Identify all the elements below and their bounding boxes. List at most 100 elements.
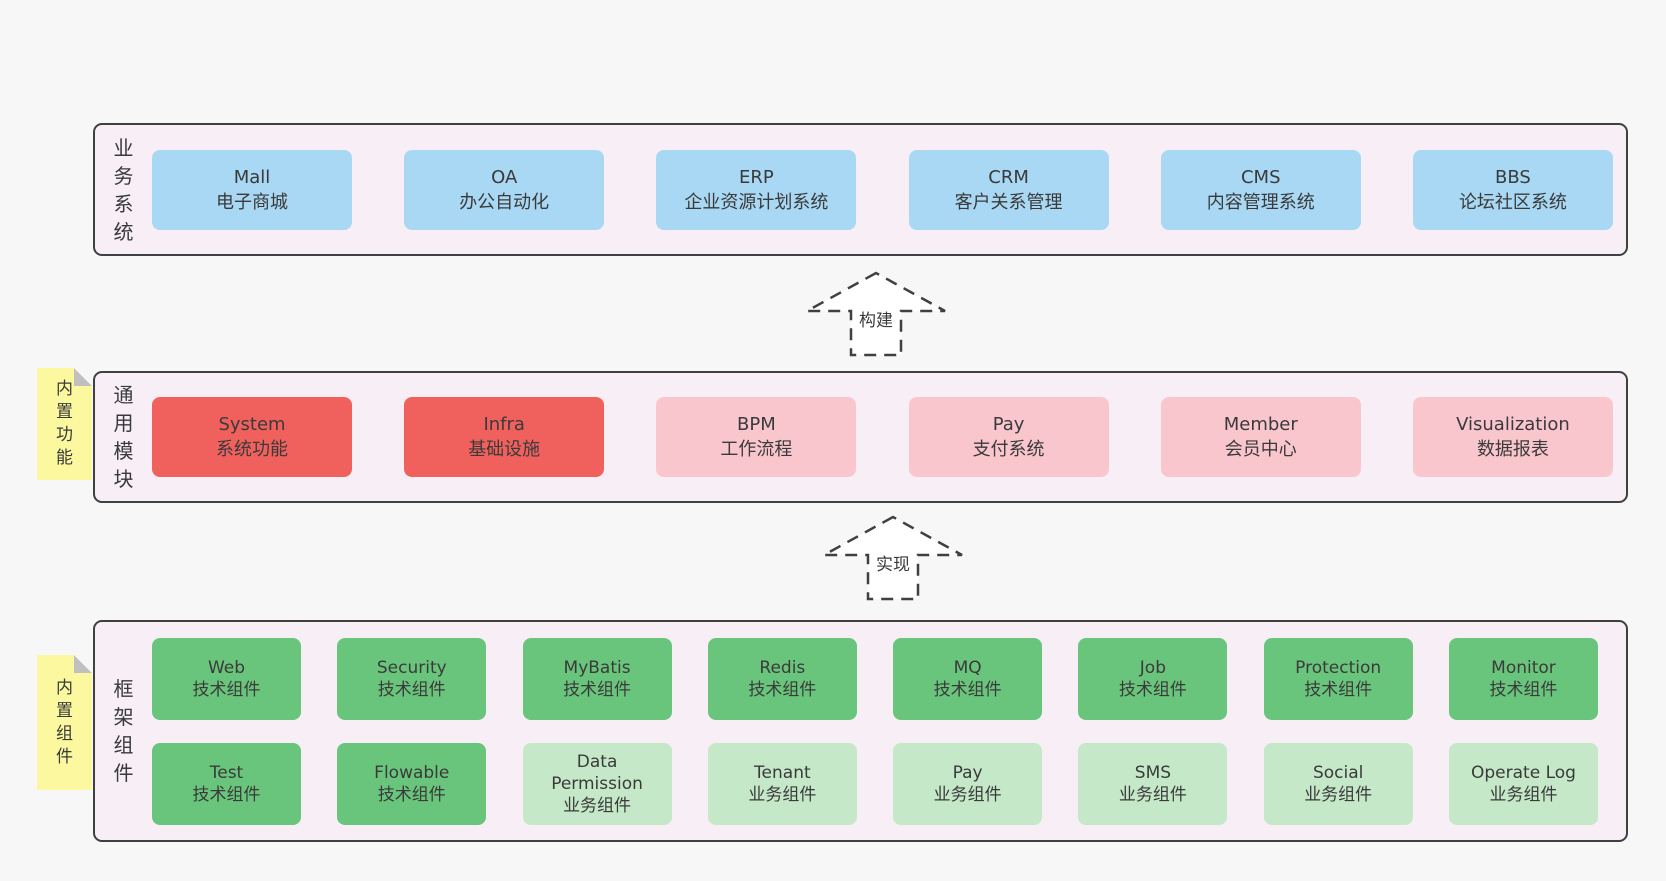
box-title: Redis <box>759 657 806 678</box>
box-job: Job 技术组件 <box>1078 637 1228 720</box>
box-test: Test 技术组件 <box>152 742 301 825</box>
box-subtitle: 业务组件 <box>748 784 817 805</box>
section-common-modules: 通用模块 System 系统功能 Infra 基础设施 BPM 工作流程 Pay… <box>93 371 1628 503</box>
box-subtitle: 技术组件 <box>192 679 261 700</box>
section-label-common-modules: 通用模块 <box>95 373 152 501</box>
box-subtitle: 数据报表 <box>1476 439 1549 460</box>
box-operate-log: Operate Log 业务组件 <box>1448 742 1598 825</box>
box-subtitle: 技术组件 <box>192 784 261 805</box>
box-subtitle: 技术组件 <box>933 679 1002 700</box>
box-title: Security <box>376 657 447 678</box>
box-title: Protection <box>1295 657 1382 678</box>
box-social: Social 业务组件 <box>1263 742 1413 825</box>
box-tenant: Tenant 业务组件 <box>707 742 857 825</box>
box-pay: Pay 支付系统 <box>908 397 1109 477</box>
box-oa: OA 办公自动化 <box>404 149 605 230</box>
box-subtitle: 会员中心 <box>1224 439 1297 460</box>
box-infra: Infra 基础设施 <box>404 397 605 477</box>
box-data-permission: Data Permission 业务组件 <box>522 742 672 825</box>
box-title: Pay <box>952 762 983 783</box>
box-title: OA <box>491 166 518 188</box>
box-subtitle: 内容管理系统 <box>1206 191 1315 213</box>
business-boxes: Mall 电子商城 OA 办公自动化 ERP 企业资源计划系统 CRM 客户关系… <box>152 125 1626 254</box>
box-pay-biz: Pay 业务组件 <box>893 742 1043 825</box>
box-subtitle: 技术组件 <box>563 679 632 700</box>
box-mybatis: MyBatis 技术组件 <box>522 637 672 720</box>
box-subtitle: 系统功能 <box>216 439 288 460</box>
framework-row-2: Test 技术组件 Flowable 技术组件 Data Permission … <box>152 742 1598 825</box>
box-subtitle: 电子商城 <box>216 191 288 213</box>
box-security: Security 技术组件 <box>337 637 487 720</box>
box-title: Test <box>209 762 244 783</box>
box-bpm: BPM 工作流程 <box>656 397 857 477</box>
box-cms: CMS 内容管理系统 <box>1160 149 1361 230</box>
box-erp: ERP 企业资源计划系统 <box>656 149 857 230</box>
box-title: MyBatis <box>563 657 631 678</box>
box-mall: Mall 电子商城 <box>152 149 352 230</box>
box-subtitle: 业务组件 <box>1118 784 1187 805</box>
box-monitor: Monitor 技术组件 <box>1448 637 1598 720</box>
box-subtitle: 基础设施 <box>468 439 541 460</box>
box-subtitle: 技术组件 <box>748 679 817 700</box>
box-visualization: Visualization 数据报表 <box>1412 397 1613 477</box>
box-subtitle: 技术组件 <box>377 679 446 700</box>
framework-rows: Web 技术组件 Security 技术组件 MyBatis 技术组件 Redi… <box>152 622 1626 840</box>
box-title: Job <box>1139 657 1167 678</box>
note-built-in-features: 内置功能 <box>37 368 92 480</box>
box-mq: MQ 技术组件 <box>893 637 1043 720</box>
box-web: Web 技术组件 <box>152 637 301 720</box>
box-subtitle: 业务组件 <box>563 795 632 816</box>
box-crm: CRM 客户关系管理 <box>908 149 1109 230</box>
box-subtitle: 业务组件 <box>933 784 1002 805</box>
box-title: Social <box>1312 762 1364 783</box>
section-business-systems: 业务系统 Mall 电子商城 OA 办公自动化 ERP 企业资源计划系统 CRM… <box>93 123 1628 256</box>
box-subtitle: 技术组件 <box>1304 679 1373 700</box>
vertical-label: 业务系统 <box>113 135 134 244</box>
box-subtitle: 业务组件 <box>1304 784 1373 805</box>
box-subtitle: 技术组件 <box>1489 679 1558 700</box>
box-title: Flowable <box>374 762 450 783</box>
box-title: Visualization <box>1456 414 1570 435</box>
box-subtitle: 论坛社区系统 <box>1458 191 1567 213</box>
box-subtitle: 工作流程 <box>720 439 793 460</box>
box-title: CRM <box>988 166 1029 188</box>
box-subtitle: 业务组件 <box>1489 784 1558 805</box>
box-title: Operate Log <box>1471 762 1576 783</box>
box-title: Member <box>1223 414 1298 435</box>
box-title: Pay <box>992 414 1025 435</box>
common-module-boxes: System 系统功能 Infra 基础设施 BPM 工作流程 Pay 支付系统… <box>152 373 1626 501</box>
box-protection: Protection 技术组件 <box>1263 637 1413 720</box>
framework-row-1: Web 技术组件 Security 技术组件 MyBatis 技术组件 Redi… <box>152 637 1598 720</box>
box-title: System <box>218 414 286 435</box>
arrow-implement-label: 实现 <box>873 550 913 575</box>
box-title: Web <box>207 657 246 678</box>
box-title: CMS <box>1240 166 1281 188</box>
vertical-label: 框架组件 <box>113 677 134 785</box>
box-title: SMS <box>1134 762 1172 783</box>
box-title: BBS <box>1495 166 1531 188</box>
box-member: Member 会员中心 <box>1160 397 1361 477</box>
box-system: System 系统功能 <box>152 397 352 477</box>
note-built-in-components: 内置组件 <box>37 655 92 790</box>
section-label-framework-components: 框架组件 <box>95 622 152 840</box>
box-subtitle: 办公自动化 <box>459 191 550 213</box>
box-title: Tenant <box>754 762 811 783</box>
box-subtitle: 客户关系管理 <box>954 191 1063 213</box>
note-label: 内置组件 <box>55 677 73 767</box>
box-title: Mall <box>233 166 271 188</box>
box-title: MQ <box>953 657 982 678</box>
vertical-label: 通用模块 <box>113 383 134 491</box>
arrow-implement: 实现 <box>821 514 965 602</box>
box-title: Infra <box>483 414 525 435</box>
box-subtitle: 支付系统 <box>972 439 1045 460</box>
arrow-build-label: 构建 <box>856 306 896 331</box>
section-framework-components: 框架组件 Web 技术组件 Security 技术组件 MyBatis 技术组件… <box>93 620 1628 842</box>
section-label-business-systems: 业务系统 <box>95 125 152 254</box>
note-label: 内置功能 <box>55 379 73 468</box>
box-flowable: Flowable 技术组件 <box>337 742 487 825</box>
box-bbs: BBS 论坛社区系统 <box>1412 149 1613 230</box>
box-title: BPM <box>737 414 776 435</box>
box-subtitle: 技术组件 <box>377 784 446 805</box>
box-title: ERP <box>739 166 774 188</box>
